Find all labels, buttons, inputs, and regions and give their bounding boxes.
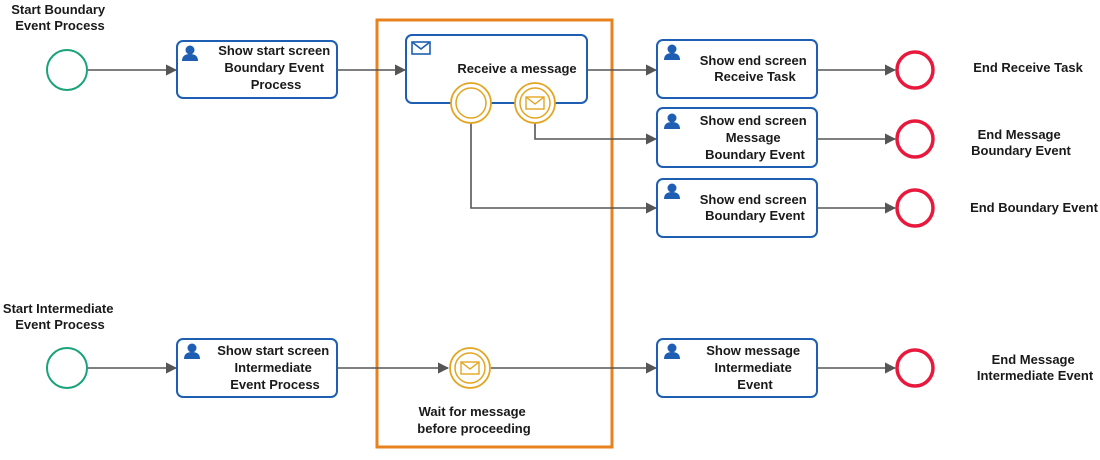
boundary-event-message[interactable]	[514, 82, 556, 124]
start-event-boundary-label: Start Boundary Event Process	[11, 2, 109, 33]
end-event-receive[interactable]	[895, 50, 935, 90]
end-event-message-intermediate[interactable]	[895, 348, 935, 388]
task-label: Show end screen Boundary Event	[700, 192, 811, 223]
user-icon	[182, 45, 198, 61]
start-event-intermediate-label: Start Intermediate Event Process	[3, 301, 117, 332]
task-receive-message[interactable]: Receive a message	[405, 34, 588, 104]
envelope-icon	[411, 41, 431, 55]
task-show-message-intermediate[interactable]: Show message Intermediate Event	[656, 338, 818, 398]
end-event-message-intermediate-label: End Message Intermediate Event	[977, 352, 1094, 383]
start-event-intermediate[interactable]	[46, 347, 88, 389]
start-event-boundary[interactable]	[46, 49, 88, 91]
task-label: Show message Intermediate Event	[706, 343, 804, 392]
intermediate-event-message[interactable]	[449, 347, 491, 389]
envelope-icon	[460, 361, 480, 375]
boundary-event-plain[interactable]	[450, 82, 492, 124]
task-label: Show end screen Message Boundary Event	[700, 113, 811, 162]
end-event-boundary[interactable]	[895, 188, 935, 228]
user-icon	[664, 113, 680, 129]
task-show-start-boundary[interactable]: Show start screen Boundary Event Process	[176, 40, 338, 99]
task-label: Show start screen Boundary Event Process	[218, 43, 334, 92]
user-icon	[184, 343, 200, 359]
user-icon	[664, 183, 680, 199]
task-show-end-receive[interactable]: Show end screen Receive Task	[656, 39, 818, 99]
user-icon	[664, 343, 680, 359]
flow-boundary[interactable]	[470, 123, 658, 214]
task-label: Receive a message	[457, 61, 576, 76]
user-icon	[664, 44, 680, 60]
end-event-receive-label: End Receive Task	[973, 60, 1083, 75]
end-event-boundary-label: End Boundary Event	[970, 200, 1099, 215]
task-label: Show start screen Intermediate Event Pro…	[217, 343, 333, 392]
task-show-end-message-boundary[interactable]: Show end screen Message Boundary Event	[656, 107, 818, 168]
task-show-end-boundary[interactable]: Show end screen Boundary Event	[656, 178, 818, 238]
sequence-flows	[88, 64, 897, 374]
intermediate-event-label: Wait for message before proceeding	[417, 404, 530, 436]
flow-message-boundary[interactable]	[534, 123, 658, 145]
envelope-icon	[525, 96, 545, 110]
highlight-box	[375, 18, 614, 449]
task-label: Show end screen Receive Task	[700, 53, 811, 84]
task-show-start-intermediate[interactable]: Show start screen Intermediate Event Pro…	[176, 338, 338, 398]
end-event-message-boundary-label: End Message Boundary Event	[971, 127, 1071, 158]
end-event-message-boundary[interactable]	[895, 119, 935, 159]
